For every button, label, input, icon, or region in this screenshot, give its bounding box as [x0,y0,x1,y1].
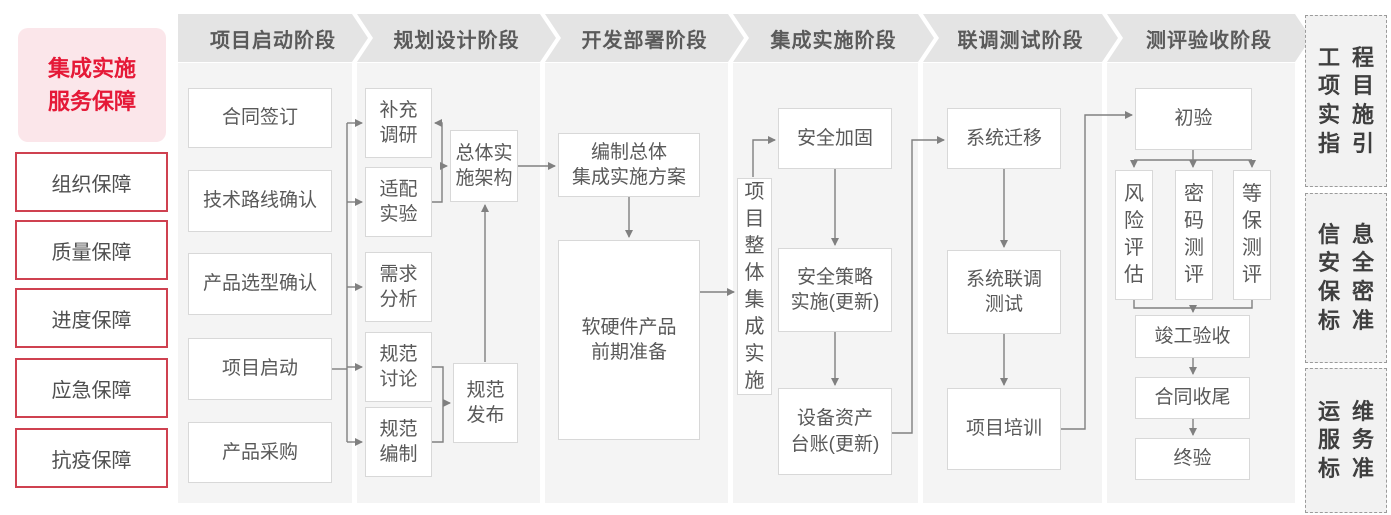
flow-box-system-migration: 系统迁移 [947,108,1061,169]
flow-box-risk-assessment: 风险评估 [1115,170,1153,300]
standard-box-project-implementation-guide: 工程项目实施指引 [1305,15,1387,187]
flow-box-overall-arch: 总体实施架构 [450,130,518,202]
flow-box-product-selection: 产品选型确认 [188,253,332,315]
flow-box-final-acceptance: 终验 [1135,438,1250,480]
flow-box-project-training: 项目培训 [947,388,1061,470]
flow-box-security-hardening: 安全加固 [778,108,892,169]
sidebar-header-integration-service-guarantee: 集成实施服务保障 [18,28,166,142]
flow-box-adaptation-test: 适配实验 [365,167,432,237]
phase-header-testing: 联调测试阶段 [923,14,1118,62]
phase-header-planning: 规划设计阶段 [357,14,556,62]
sidebar-item-epidemic-guarantee: 抗疫保障 [15,428,168,488]
standard-box-ops-service-standards: 运维服务标准 [1305,368,1387,513]
flow-box-tech-route: 技术路线确认 [188,170,332,232]
sidebar-item-quality-guarantee: 质量保障 [15,220,168,280]
flow-box-procurement: 产品采购 [188,422,332,483]
phase-header-integration: 集成实施阶段 [733,14,934,62]
flow-box-overall-plan: 编制总体集成实施方案 [558,133,700,197]
flow-box-contract-closure: 合同收尾 [1135,377,1250,419]
flow-box-initial-acceptance: 初验 [1135,88,1252,150]
flow-box-security-policy: 安全策略实施(更新) [778,248,892,332]
sidebar-item-organization-guarantee: 组织保障 [15,152,168,212]
flow-box-supplement-research: 补充调研 [365,88,432,158]
phase-header-kickoff: 项目启动阶段 [178,14,368,62]
standard-box-info-security-standards: 信息安全保密标准 [1305,193,1387,363]
phase-header-acceptance: 测评验收阶段 [1107,14,1311,62]
sidebar-item-schedule-guarantee: 进度保障 [15,288,168,348]
flow-box-project-kickoff: 项目启动 [188,338,332,400]
flow-box-overall-integration: 项目整体集成实施 [737,178,772,395]
flow-box-joint-debugging: 系统联调测试 [947,250,1061,334]
flow-box-requirement-analysis: 需求分析 [365,252,432,322]
flow-box-spec-compilation: 规范编制 [365,407,432,477]
phase-header-deployment: 开发部署阶段 [545,14,744,62]
flow-box-crypto-evaluation: 密码测评 [1175,170,1213,300]
flow-box-completion-acceptance: 竣工验收 [1135,315,1250,358]
flow-box-spec-discussion: 规范讨论 [365,332,432,402]
flow-box-spec-release: 规范发布 [453,363,518,443]
flow-box-contract-sign: 合同签订 [188,88,332,148]
flow-box-asset-ledger: 设备资产台账(更新) [778,388,892,475]
flow-box-product-preparation: 软硬件产品前期准备 [558,240,700,440]
flow-box-classified-protection: 等保测评 [1233,170,1271,300]
sidebar-item-emergency-guarantee: 应急保障 [15,358,168,418]
